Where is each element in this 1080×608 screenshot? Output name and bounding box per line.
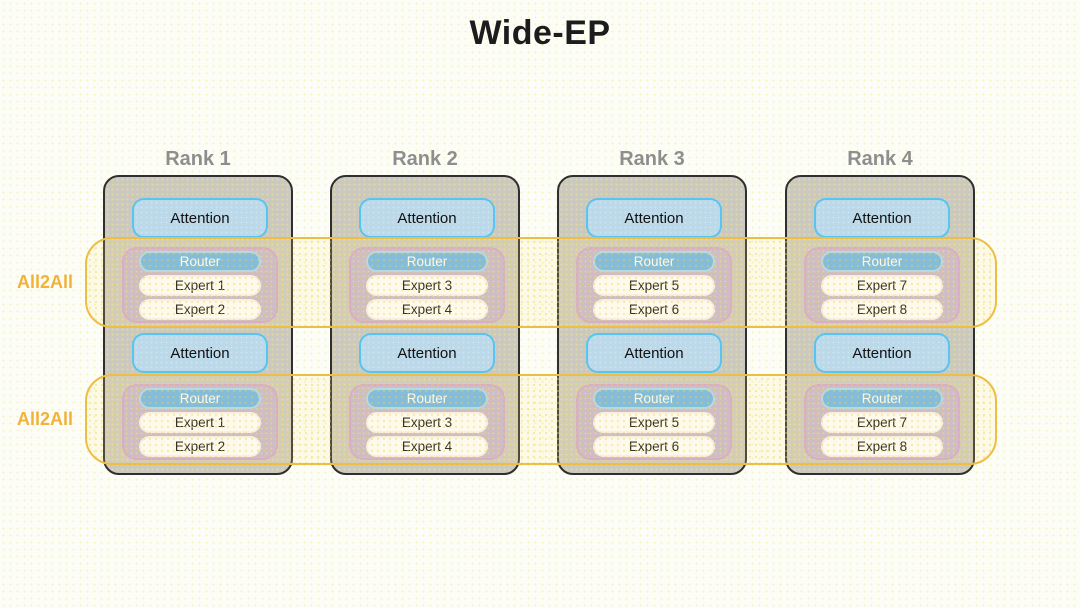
expert-block: Expert 2 (139, 298, 261, 320)
expert-group: Router Expert 3 Expert 4 (349, 384, 505, 460)
diagram-title: Wide-EP (469, 14, 611, 52)
rank-column-4: Rank 4 Attention Router Expert 7 Expert … (785, 0, 975, 608)
rank-label: Rank 1 (165, 148, 231, 170)
expert-block: Expert 6 (593, 435, 715, 457)
attention-block: Attention (586, 198, 722, 238)
all2all-label: All2All (16, 409, 73, 429)
rank-box: Attention Router Expert 5 Expert 6 Atten… (557, 175, 747, 475)
expert-block: Expert 7 (821, 274, 943, 296)
expert-block: Expert 8 (821, 298, 943, 320)
expert-block: Expert 3 (366, 411, 488, 433)
attention-block: Attention (132, 333, 268, 373)
rank-label: Rank 2 (392, 148, 458, 170)
router-block: Router (593, 250, 715, 272)
router-block: Router (366, 387, 488, 409)
router-block: Router (821, 250, 943, 272)
expert-block: Expert 1 (139, 411, 261, 433)
expert-block: Expert 3 (366, 274, 488, 296)
expert-block: Expert 4 (366, 298, 488, 320)
rank-box: Attention Router Expert 3 Expert 4 Atten… (330, 175, 520, 475)
expert-block: Expert 1 (139, 274, 261, 296)
attention-block: Attention (359, 333, 495, 373)
expert-block: Expert 4 (366, 435, 488, 457)
rank-column-3: Rank 3 Attention Router Expert 5 Expert … (557, 0, 747, 608)
expert-group: Router Expert 1 Expert 2 (122, 247, 278, 323)
expert-group: Router Expert 5 Expert 6 (576, 384, 732, 460)
rank-label: Rank 3 (619, 148, 685, 170)
expert-group: Router Expert 1 Expert 2 (122, 384, 278, 460)
router-block: Router (593, 387, 715, 409)
router-block: Router (139, 250, 261, 272)
attention-block: Attention (359, 198, 495, 238)
all2all-label: All2All (16, 272, 73, 292)
router-block: Router (366, 250, 488, 272)
expert-group: Router Expert 5 Expert 6 (576, 247, 732, 323)
expert-block: Expert 5 (593, 274, 715, 296)
rank-box: Attention Router Expert 7 Expert 8 Atten… (785, 175, 975, 475)
attention-block: Attention (132, 198, 268, 238)
attention-block: Attention (586, 333, 722, 373)
router-block: Router (821, 387, 943, 409)
expert-group: Router Expert 7 Expert 8 (804, 247, 960, 323)
rank-box: Attention Router Expert 1 Expert 2 Atten… (103, 175, 293, 475)
expert-group: Router Expert 7 Expert 8 (804, 384, 960, 460)
rank-column-2: Rank 2 Attention Router Expert 3 Expert … (330, 0, 520, 608)
expert-block: Expert 8 (821, 435, 943, 457)
expert-block: Expert 5 (593, 411, 715, 433)
expert-block: Expert 7 (821, 411, 943, 433)
rank-label: Rank 4 (847, 148, 913, 170)
expert-group: Router Expert 3 Expert 4 (349, 247, 505, 323)
attention-block: Attention (814, 333, 950, 373)
router-block: Router (139, 387, 261, 409)
attention-block: Attention (814, 198, 950, 238)
rank-column-1: Rank 1 Attention Router Expert 1 Expert … (103, 0, 293, 608)
expert-block: Expert 2 (139, 435, 261, 457)
expert-block: Expert 6 (593, 298, 715, 320)
